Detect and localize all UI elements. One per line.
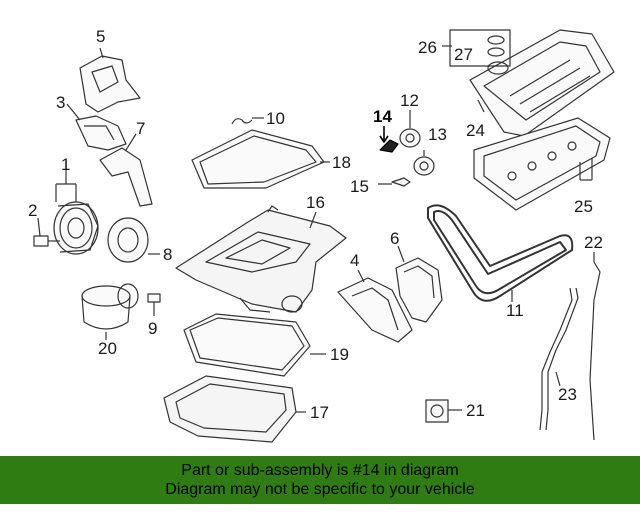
callout-11: 11 <box>506 301 524 320</box>
callout-15: 15 <box>350 177 369 196</box>
callout-21: 21 <box>466 401 485 420</box>
callout-24: 24 <box>466 121 485 140</box>
dipstick-tube <box>539 287 579 431</box>
callout-1: 1 <box>61 155 70 174</box>
crankshaft-pulley <box>53 165 99 255</box>
idler-bolt <box>378 177 411 187</box>
oil-filter-housing <box>81 283 139 340</box>
upper-timing-cover <box>79 47 141 113</box>
callout-26: 26 <box>418 38 437 57</box>
front-seal <box>107 217 160 263</box>
callout-6: 6 <box>390 229 399 248</box>
timing-belt <box>427 204 574 302</box>
oil-baffle-gasket <box>191 129 330 189</box>
info-banner: Part or sub-assembly is #14 in diagram D… <box>0 456 640 504</box>
upper-oil-pan <box>175 205 347 313</box>
callout-18: 18 <box>332 153 351 172</box>
diagram-canvas: 5 3 7 1 2 8 9 20 10 18 16 19 17 4 6 11 1… <box>28 27 615 443</box>
cam-cover <box>66 103 127 151</box>
idler-pulley <box>413 150 435 176</box>
callout-10: 10 <box>266 109 285 128</box>
callout-25: 25 <box>574 197 593 216</box>
callout-4: 4 <box>350 251 359 270</box>
rear-timing-cover <box>395 245 443 323</box>
callout-5: 5 <box>96 27 105 46</box>
callout-2: 2 <box>28 201 37 220</box>
callout-17: 17 <box>310 403 329 422</box>
callout-labels: 5 3 7 1 2 8 9 20 10 18 16 19 17 4 6 11 1… <box>28 27 603 422</box>
callout-3: 3 <box>56 93 65 112</box>
callout-13: 13 <box>428 125 447 144</box>
oil-level-sensor <box>425 399 462 423</box>
oil-pan-gasket <box>183 313 326 377</box>
callout-27: 27 <box>454 45 473 64</box>
valve-cover-gasket <box>473 117 611 211</box>
callout-19: 19 <box>330 345 349 364</box>
banner-line-1: Part or sub-assembly is #14 in diagram <box>181 462 459 479</box>
tensioner-pulley <box>399 110 421 148</box>
parts-diagram: 5 3 7 1 2 8 9 20 10 18 16 19 17 4 6 11 1… <box>28 27 615 443</box>
filter-bolt <box>147 293 161 316</box>
callout-22: 22 <box>584 233 603 252</box>
dipstick <box>589 252 601 441</box>
callout-23: 23 <box>558 385 577 404</box>
callout-8: 8 <box>163 245 172 264</box>
callout-7: 7 <box>136 119 145 138</box>
callout-20: 20 <box>98 339 117 358</box>
oil-filler-cap <box>442 29 511 67</box>
retaining-clip <box>231 117 264 125</box>
callout-14: 14 <box>373 107 392 126</box>
tensioner-bolt <box>379 126 399 153</box>
banner-line-2: Diagram may not be specific to your vehi… <box>165 481 475 498</box>
callout-12: 12 <box>400 91 419 110</box>
lower-oil-pan <box>163 375 306 443</box>
belt-guard <box>99 133 153 207</box>
pulley-bolt <box>33 217 60 247</box>
lower-timing-cover <box>337 269 413 343</box>
callout-9: 9 <box>148 319 157 338</box>
callout-16: 16 <box>306 193 325 212</box>
valve-cover <box>469 29 615 137</box>
